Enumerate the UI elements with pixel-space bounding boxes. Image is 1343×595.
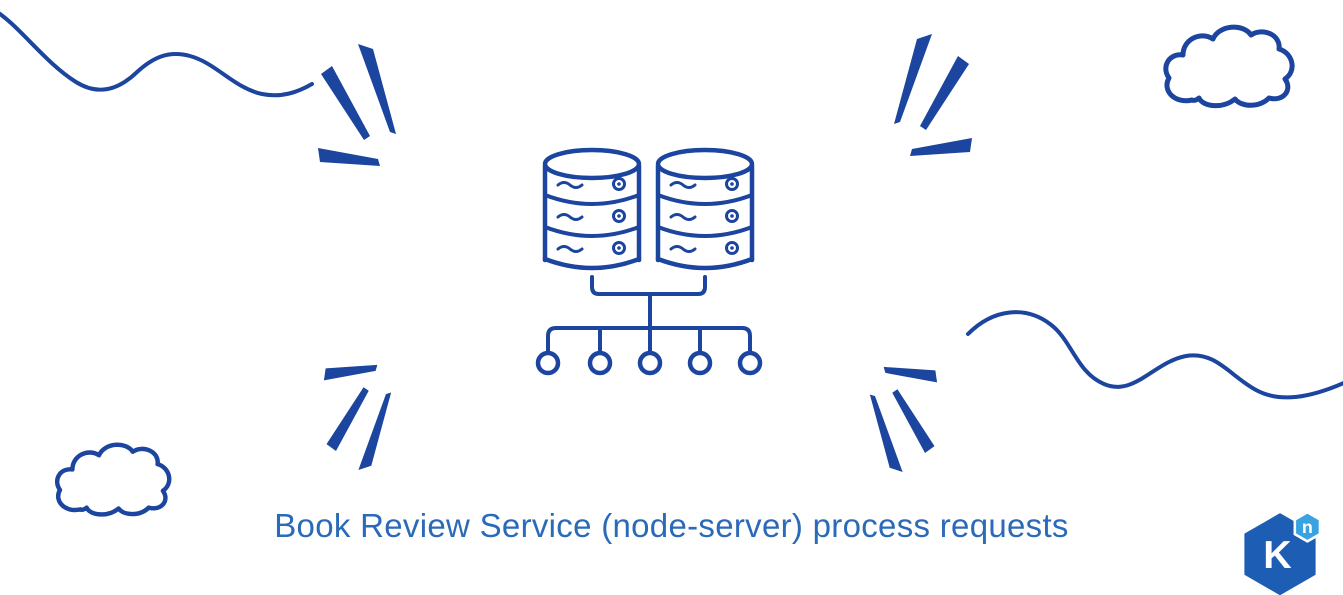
burst-stroke bbox=[321, 66, 370, 140]
knative-logo-subhexagon bbox=[1293, 510, 1322, 543]
burst-marks-bottom-right-icon bbox=[869, 366, 938, 472]
client-node-circle bbox=[587, 350, 613, 376]
burst-stroke bbox=[326, 387, 369, 452]
client-nodes bbox=[535, 350, 763, 376]
burst-stroke bbox=[318, 148, 380, 166]
client-node-circle bbox=[535, 350, 561, 376]
client-node-circle bbox=[737, 350, 763, 376]
burst-stroke bbox=[883, 366, 938, 383]
squiggle-path bbox=[966, 310, 1343, 400]
burst-stroke bbox=[869, 394, 903, 472]
cloud-icon-bottom-left bbox=[54, 442, 172, 517]
connector-lines bbox=[546, 275, 752, 355]
burst-stroke bbox=[358, 44, 396, 134]
database-cylinder-left bbox=[542, 147, 642, 271]
cloud-outline bbox=[1163, 24, 1295, 109]
burst-stroke bbox=[894, 34, 932, 124]
burst-stroke bbox=[910, 138, 972, 156]
squiggle-line-top-left-icon bbox=[0, 11, 314, 98]
squiggle-line-right-icon bbox=[966, 310, 1343, 400]
knative-logo-letter-k: K bbox=[1263, 533, 1292, 577]
knative-logo-letter-n: n bbox=[1302, 517, 1313, 537]
burst-stroke bbox=[358, 392, 392, 470]
database-cluster-illustration bbox=[535, 147, 763, 376]
knative-logo: K n bbox=[1244, 510, 1322, 595]
squiggle-path bbox=[0, 11, 314, 98]
cloud-icon-top-right bbox=[1163, 24, 1295, 109]
burst-stroke bbox=[323, 364, 378, 381]
burst-stroke bbox=[920, 56, 969, 130]
caption-text: Book Review Service (node-server) proces… bbox=[274, 507, 1069, 544]
burst-stroke bbox=[892, 389, 935, 454]
client-node-circle bbox=[687, 350, 713, 376]
burst-marks-bottom-left-icon bbox=[323, 364, 392, 470]
burst-marks-top-right-icon bbox=[894, 34, 972, 156]
client-node-circle bbox=[637, 350, 663, 376]
burst-marks-top-left-icon bbox=[318, 44, 396, 166]
cloud-outline bbox=[54, 442, 172, 517]
database-cylinder-right bbox=[655, 147, 755, 271]
